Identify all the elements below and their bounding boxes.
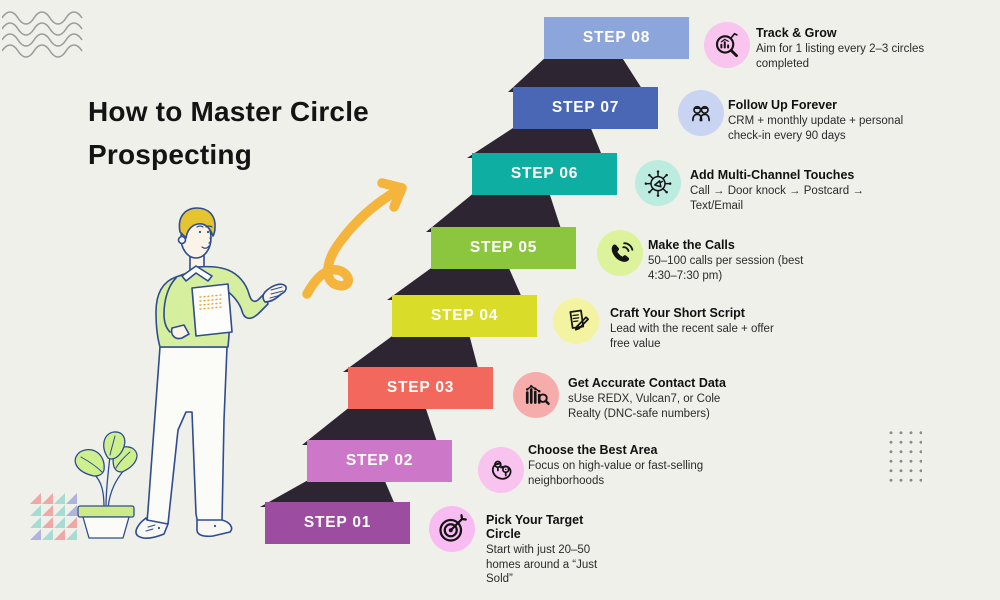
triangle-decor <box>54 505 65 516</box>
step-07-heading: Follow Up Forever <box>728 98 838 112</box>
step-02-heading: Choose the Best Area <box>528 443 658 457</box>
step-08-heading: Track & Grow <box>756 26 837 40</box>
plant-illustration <box>74 431 138 539</box>
step-06-label: STEP 06 <box>510 165 579 182</box>
step-03-heading: Get Accurate Contact Data <box>568 376 726 390</box>
step-04-text: Craft Your Short Script Lead with the re… <box>610 306 790 351</box>
step-06-heading: Add Multi-Channel Touches <box>690 168 855 182</box>
step-01-label: STEP 01 <box>303 514 372 531</box>
multi-channel-icon <box>644 170 672 197</box>
step-05-bar: STEP 05 <box>431 227 576 269</box>
step-05-label: STEP 05 <box>469 239 538 256</box>
step-01-description: Start with just 20–50 homes around a “Ju… <box>486 544 598 585</box>
step-05-description: 50–100 calls per session (best 4:30–7:30… <box>648 255 804 282</box>
people-icon <box>692 105 710 122</box>
triangle-decor <box>66 505 77 516</box>
waves-decor <box>2 11 83 58</box>
step-03-text: Get Accurate Contact Data sUse REDX, Vul… <box>568 376 728 421</box>
triangle-decor <box>54 517 65 528</box>
step-05-icon-circle <box>597 230 643 276</box>
step-02-bar: STEP 02 <box>307 440 452 482</box>
step-08-description: Aim for 1 listing every 2–3 circles comp… <box>756 43 925 70</box>
step-04-label: STEP 04 <box>430 307 499 324</box>
target-icon <box>439 514 467 542</box>
step-07-bar: STEP 07 <box>513 87 658 129</box>
step-06-icon-circle <box>635 160 681 206</box>
triangle-decor <box>42 529 53 540</box>
step-03-icon-circle <box>513 372 559 418</box>
script-pencil-icon <box>569 309 589 331</box>
step-01-bar: STEP 01 <box>265 502 410 544</box>
triangle-decor <box>66 529 77 540</box>
step-06-description: Call → Door knock → Postcard → Text/Emai… <box>690 185 864 212</box>
triangle-decor <box>42 505 53 516</box>
step-02-description: Focus on high-value or fast-selling neig… <box>528 460 704 487</box>
dots-grid-decor <box>886 428 922 484</box>
chart-magnifier-icon <box>525 385 550 405</box>
arrow-icon <box>302 178 407 299</box>
triangle-decor <box>30 529 41 540</box>
triangle-decor <box>66 493 77 504</box>
page-title: How to Master Circle Prospecting <box>88 90 448 176</box>
phone-call-icon <box>611 242 634 262</box>
step-03-description: sUse REDX, Vulcan7, or Cole Realty (DNC-… <box>568 393 721 420</box>
step-03-label: STEP 03 <box>386 379 455 396</box>
step-05-heading: Make the Calls <box>648 238 735 252</box>
page-title-line2: Prospecting <box>88 139 253 170</box>
step-04-heading: Craft Your Short Script <box>610 306 745 320</box>
person-illustration <box>135 207 287 539</box>
triangle-decor <box>30 505 41 516</box>
step-06-bar: STEP 06 <box>472 153 617 195</box>
step-05-text: Make the Calls 50–100 calls per session … <box>648 238 818 283</box>
step-08-bar: STEP 08 <box>544 17 689 59</box>
step-01-icon-circle <box>429 506 475 552</box>
step-02-icon-circle <box>478 447 524 493</box>
triangle-decor <box>66 517 77 528</box>
step-07-label: STEP 07 <box>551 99 620 116</box>
step-02-label: STEP 02 <box>345 452 414 469</box>
step-04-icon-circle <box>553 298 599 344</box>
step-08-icon-circle <box>704 22 750 68</box>
step-04-description: Lead with the recent sale + offer free v… <box>610 323 774 350</box>
step-01-heading: Pick Your Target Circle <box>486 513 584 541</box>
step-01-text: Pick Your Target Circle Start with just … <box>486 513 606 587</box>
page-title-line1: How to Master Circle <box>88 96 369 127</box>
step-07-description: CRM + monthly update + personal check-in… <box>728 115 904 142</box>
step-07-text: Follow Up Forever CRM + monthly update +… <box>728 98 913 143</box>
triangle-decor <box>54 529 65 540</box>
triangle-decor <box>30 517 41 528</box>
step-07-icon-circle <box>678 90 724 136</box>
map-pins-icon <box>491 460 512 480</box>
step-04-bar: STEP 04 <box>392 295 537 337</box>
triangle-decor <box>42 517 53 528</box>
triangle-grid-decor <box>30 493 78 541</box>
triangle-decor <box>54 493 65 504</box>
triangle-decor <box>30 493 41 504</box>
triangle-decor <box>42 493 53 504</box>
step-03-bar: STEP 03 <box>348 367 493 409</box>
step-08-label: STEP 08 <box>582 29 651 46</box>
step-06-text: Add Multi-Channel Touches Call → Door kn… <box>690 168 870 213</box>
step-02-text: Choose the Best Area Focus on high-value… <box>528 443 718 488</box>
magnifier-growth-icon <box>715 32 738 58</box>
step-08-text: Track & Grow Aim for 1 listing every 2–3… <box>756 26 941 71</box>
